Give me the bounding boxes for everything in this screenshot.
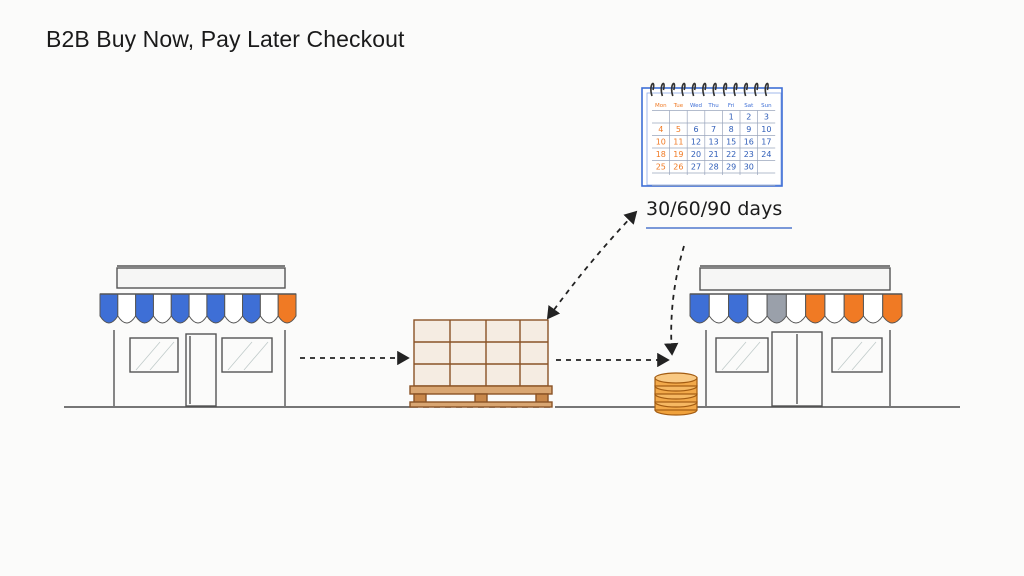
calendar-weekday: Sat bbox=[744, 103, 754, 109]
calendar-ring bbox=[764, 82, 769, 97]
awning-stripe bbox=[206, 293, 226, 324]
calendar-day: 10 bbox=[761, 125, 771, 134]
diagram-title: B2B Buy Now, Pay Later Checkout bbox=[46, 26, 405, 52]
calendar-day: 24 bbox=[761, 150, 771, 159]
calendar-day: 7 bbox=[711, 125, 716, 134]
calendar-day: 26 bbox=[673, 163, 683, 172]
awning-stripe bbox=[188, 293, 208, 324]
calendar-weekday: Fri bbox=[728, 103, 735, 109]
calendar-ring bbox=[660, 82, 665, 97]
awning-stripe bbox=[152, 293, 172, 324]
calendar-day: 15 bbox=[726, 138, 736, 147]
calendar-ring bbox=[722, 82, 728, 97]
calendar-day: 23 bbox=[744, 150, 754, 159]
calendar-ring bbox=[712, 82, 717, 97]
awning-stripe bbox=[747, 293, 768, 324]
calendar-day: 4 bbox=[658, 125, 663, 134]
calendar-weekday: Wed bbox=[690, 103, 702, 109]
payment-due-arrow bbox=[664, 245, 685, 356]
awning-stripe bbox=[170, 293, 190, 324]
calendar-day: 19 bbox=[673, 150, 683, 159]
awning-stripe bbox=[99, 293, 119, 324]
awning-stripe bbox=[259, 293, 279, 324]
calendar-ring bbox=[681, 82, 686, 97]
awning-stripe bbox=[805, 293, 826, 324]
calendar-day: 5 bbox=[676, 125, 681, 134]
calendar-day: 29 bbox=[726, 163, 736, 172]
awning-stripe bbox=[785, 293, 807, 324]
awning-stripe bbox=[242, 293, 261, 324]
calendar-day: 3 bbox=[764, 113, 769, 122]
calendar-day: 28 bbox=[709, 163, 719, 172]
calendar-weekday: Mon bbox=[655, 103, 667, 109]
calendar-ring bbox=[743, 82, 749, 97]
payment-terms-underline bbox=[646, 227, 792, 229]
awning-stripe bbox=[708, 293, 730, 324]
calendar-day: 1 bbox=[729, 113, 734, 122]
awning-stripe bbox=[224, 293, 244, 324]
calendar-day: 17 bbox=[761, 138, 771, 147]
calendar-weekday: Tue bbox=[673, 103, 684, 109]
calendar-day: 10 bbox=[656, 138, 666, 147]
calendar-day: 6 bbox=[693, 125, 698, 134]
awning-stripe bbox=[882, 293, 903, 324]
calendar-day: 30 bbox=[744, 163, 754, 172]
pallet-goods-icon bbox=[409, 319, 553, 408]
calendar-day: 25 bbox=[656, 163, 666, 172]
calendar-weekday: Thu bbox=[707, 103, 718, 109]
calendar-day: 13 bbox=[709, 138, 719, 147]
calendar-day: 16 bbox=[744, 138, 754, 147]
calendar-ring bbox=[650, 82, 655, 97]
payment-terms-label: 30/60/90 days bbox=[646, 198, 783, 220]
calendar-day: 18 bbox=[656, 150, 666, 159]
calendar-day: 11 bbox=[673, 138, 683, 147]
calendar-day: 8 bbox=[729, 125, 734, 134]
awning-stripe bbox=[824, 293, 845, 324]
calendar-weekday: Sun bbox=[761, 103, 772, 109]
calendar-ring bbox=[670, 82, 676, 97]
calendar-ring bbox=[702, 82, 707, 97]
terms-link-arrow bbox=[546, 210, 638, 320]
awning-stripe bbox=[766, 293, 787, 324]
coin-stack-icon bbox=[654, 372, 698, 416]
calendar-ring bbox=[754, 82, 759, 97]
awning-stripe bbox=[277, 293, 297, 324]
calendar-ring bbox=[733, 82, 738, 97]
awning-stripe bbox=[689, 293, 710, 324]
calendar-day: 27 bbox=[691, 163, 701, 172]
calendar-ring bbox=[691, 82, 697, 97]
calendar-day: 12 bbox=[691, 138, 701, 147]
awning-stripe bbox=[862, 293, 884, 324]
calendar-day: 20 bbox=[691, 150, 701, 159]
calendar-day: 2 bbox=[746, 113, 751, 122]
seller-storefront-icon bbox=[99, 265, 297, 407]
calendar-day: 22 bbox=[726, 150, 736, 159]
awning-stripe bbox=[843, 293, 864, 324]
awning-stripe bbox=[135, 293, 154, 324]
awning-stripe bbox=[728, 293, 749, 324]
calendar-day: 9 bbox=[746, 125, 751, 134]
calendar-day: 21 bbox=[709, 150, 719, 159]
buyer-storefront-icon bbox=[689, 265, 903, 407]
awning-stripe bbox=[117, 293, 137, 324]
